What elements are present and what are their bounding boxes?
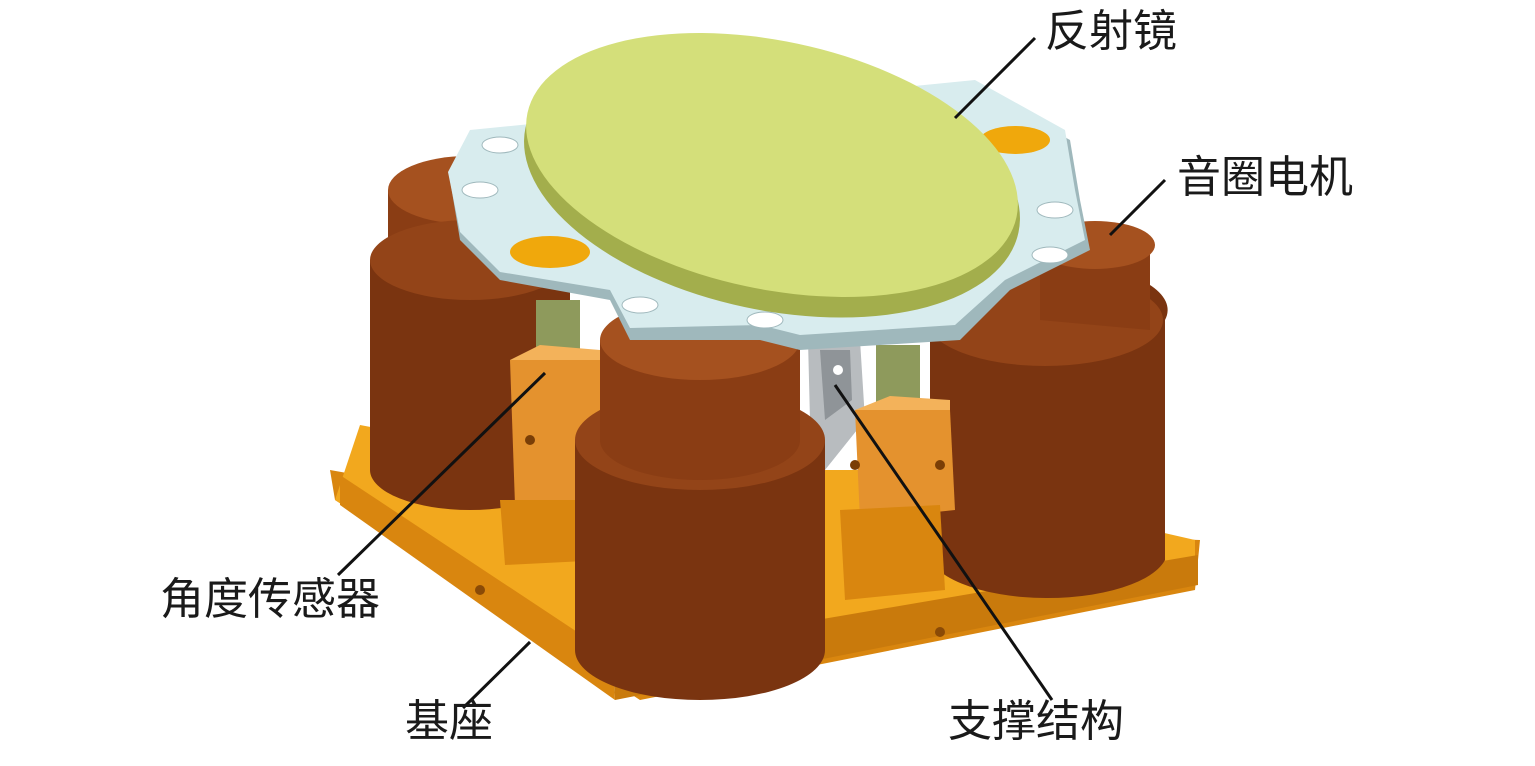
label-base: 基座: [405, 696, 493, 747]
label-support-structure: 支撑结构: [948, 696, 1124, 747]
leader-line-base: [461, 640, 532, 710]
mirror: [524, 33, 1020, 318]
leader-line-voice-coil-motor: [1108, 178, 1167, 237]
leader-lines: [336, 36, 1167, 710]
leader-line-angle-sensor: [336, 371, 547, 577]
label-angle-sensor: 角度传感器: [160, 574, 380, 625]
leader-line-mirror: [953, 36, 1037, 120]
label-mirror: 反射镜: [1045, 6, 1177, 57]
leader-line-support-structure: [833, 384, 1054, 701]
label-voice-coil-motor: 音圈电机: [1177, 152, 1353, 203]
voice-coil-motor-front: [575, 300, 825, 700]
angle-sensor-right: [840, 345, 955, 600]
